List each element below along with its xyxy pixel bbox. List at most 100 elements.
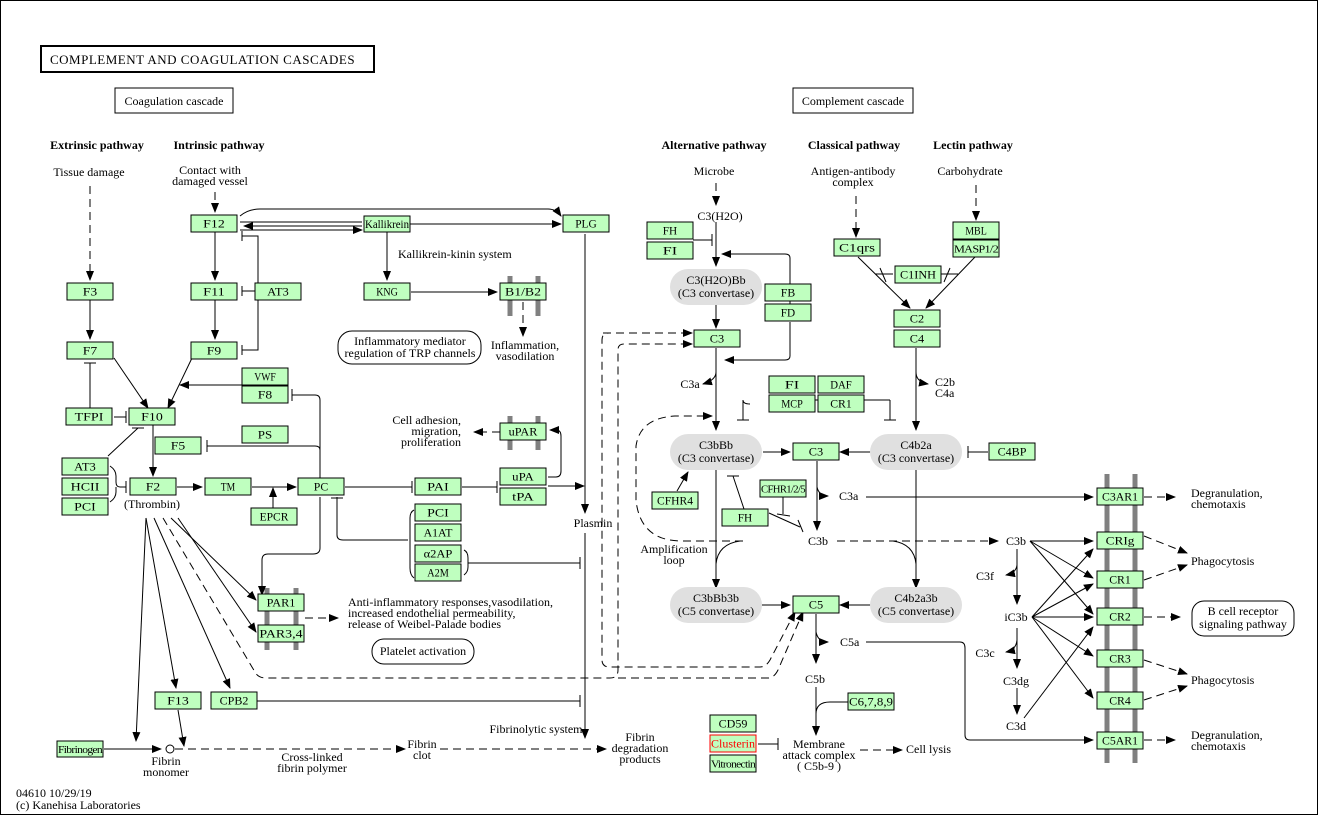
gene-node-fha[interactable]: FH xyxy=(646,221,694,240)
gene-box[interactable] xyxy=(204,477,252,496)
gene-box[interactable] xyxy=(414,503,462,522)
gene-box[interactable] xyxy=(154,691,202,710)
gene-box[interactable] xyxy=(190,282,238,301)
map-link-b-cell-receptor[interactable]: B cell receptor signaling pathway xyxy=(1191,600,1295,637)
gene-node-fib[interactable]: FI xyxy=(768,375,816,394)
fibrin-monomer-compound[interactable] xyxy=(165,744,175,754)
gene-box[interactable] xyxy=(709,734,757,753)
complex-c3h2obb[interactable]: C3(H2O)Bb(C3 convertase) xyxy=(670,269,762,305)
gene-box[interactable] xyxy=(254,282,302,301)
gene-box[interactable] xyxy=(61,477,109,496)
gene-box[interactable] xyxy=(61,497,109,516)
gene-box[interactable] xyxy=(129,477,177,496)
gene-node-upar[interactable]: uPAR xyxy=(499,422,547,441)
gene-box[interactable] xyxy=(847,692,895,711)
gene-box[interactable] xyxy=(66,341,114,360)
complex-shape[interactable] xyxy=(870,587,962,623)
gene-node-cfhr125[interactable]: CFHR1/2/5 xyxy=(759,479,807,498)
gene-node-fhb[interactable]: FH xyxy=(721,508,769,527)
gene-box[interactable] xyxy=(792,595,840,614)
gene-node-tpa[interactable]: tPA xyxy=(499,487,547,506)
gene-node-mcp[interactable]: MCP xyxy=(768,394,816,413)
gene-box[interactable] xyxy=(693,329,741,348)
gene-box[interactable] xyxy=(257,624,305,643)
gene-node-clusterin[interactable]: Clusterin xyxy=(709,734,757,753)
gene-box[interactable] xyxy=(817,375,865,394)
gene-node-vitronectin[interactable]: Vitronectin xyxy=(709,754,757,773)
gene-box[interactable] xyxy=(250,507,298,526)
gene-box[interactable] xyxy=(952,221,1000,240)
gene-node-cfhr4[interactable]: CFHR4 xyxy=(651,491,699,510)
gene-node-fia[interactable]: FI xyxy=(646,241,694,260)
gene-box[interactable] xyxy=(817,394,865,413)
gene-box[interactable] xyxy=(709,754,757,773)
gene-box[interactable] xyxy=(414,563,462,582)
gene-node-f11[interactable]: F11 xyxy=(190,282,238,301)
gene-node-epcr[interactable]: EPCR xyxy=(250,507,298,526)
gene-box[interactable] xyxy=(709,714,757,733)
gene-node-f8[interactable]: F8 xyxy=(241,385,289,404)
gene-box[interactable] xyxy=(1096,649,1144,668)
gene-node-c1qrs[interactable]: C1qrs xyxy=(833,238,881,257)
gene-box[interactable] xyxy=(499,487,547,506)
gene-node-at3a[interactable]: AT3 xyxy=(254,282,302,301)
complex-c3bbb[interactable]: C3bBb(C3 convertase) xyxy=(670,434,762,470)
gene-box[interactable] xyxy=(499,282,547,301)
gene-box[interactable] xyxy=(988,442,1036,461)
gene-node-pai[interactable]: PAI xyxy=(414,477,462,496)
complex-shape[interactable] xyxy=(870,434,962,470)
gene-node-f9[interactable]: F9 xyxy=(190,341,238,360)
gene-node-fb[interactable]: FB xyxy=(764,283,812,302)
gene-box[interactable] xyxy=(499,467,547,486)
gene-box[interactable] xyxy=(128,407,176,426)
gene-box[interactable] xyxy=(241,425,289,444)
gene-node-a2m[interactable]: A2M xyxy=(414,563,462,582)
complex-c4b2a3b[interactable]: C4b2a3b(C5 convertase) xyxy=(870,587,962,623)
gene-node-c6789[interactable]: C6,7,8,9 xyxy=(847,692,895,711)
gene-box[interactable] xyxy=(363,282,411,301)
gene-box[interactable] xyxy=(562,214,610,233)
gene-box[interactable] xyxy=(764,283,812,302)
gene-node-a2ap[interactable]: α2AP xyxy=(414,544,462,563)
gene-node-cr1a[interactable]: CR1 xyxy=(817,394,865,413)
complex-c4b2a[interactable]: C4b2a(C3 convertase) xyxy=(870,434,962,470)
gene-box[interactable] xyxy=(721,508,769,527)
gene-node-f13[interactable]: F13 xyxy=(154,691,202,710)
gene-node-upa[interactable]: uPA xyxy=(499,467,547,486)
gene-box[interactable] xyxy=(190,214,238,233)
gene-box[interactable] xyxy=(651,491,699,510)
gene-node-f10[interactable]: F10 xyxy=(128,407,176,426)
gene-node-c3ar1[interactable]: C3AR1 xyxy=(1096,487,1144,506)
gene-box[interactable] xyxy=(257,593,305,612)
gene-box[interactable] xyxy=(646,241,694,260)
gene-node-at3b[interactable]: AT3 xyxy=(61,457,109,476)
gene-node-c5ar1[interactable]: C5AR1 xyxy=(1096,731,1144,750)
gene-node-masp[interactable]: MASP1/2 xyxy=(952,239,1000,258)
gene-box[interactable] xyxy=(894,265,942,284)
gene-box[interactable] xyxy=(297,477,345,496)
complex-c3bbb3b[interactable]: C3bBb3b(C5 convertase) xyxy=(670,587,762,623)
gene-box[interactable] xyxy=(66,282,114,301)
gene-node-hcii[interactable]: HCII xyxy=(61,477,109,496)
gene-box[interactable] xyxy=(65,407,113,426)
gene-node-f3[interactable]: F3 xyxy=(66,282,114,301)
complex-shape[interactable] xyxy=(670,434,762,470)
gene-node-f5[interactable]: F5 xyxy=(154,436,202,455)
gene-node-plg[interactable]: PLG xyxy=(562,214,610,233)
gene-box[interactable] xyxy=(759,479,807,498)
gene-node-par1[interactable]: PAR1 xyxy=(257,593,305,612)
gene-box[interactable] xyxy=(414,477,462,496)
map-link-inflammatory-mediator[interactable]: Inflammatory mediator regulation of TRP … xyxy=(337,330,482,365)
gene-box[interactable] xyxy=(1096,607,1144,626)
gene-node-c1inh[interactable]: C1INH xyxy=(894,265,942,284)
gene-node-c4bp[interactable]: C4BP xyxy=(988,442,1036,461)
gene-node-cpb2[interactable]: CPB2 xyxy=(210,691,258,710)
gene-box[interactable] xyxy=(61,457,109,476)
gene-box[interactable] xyxy=(1096,531,1144,550)
gene-box[interactable] xyxy=(764,303,812,322)
gene-node-ps[interactable]: PS xyxy=(241,425,289,444)
gene-box[interactable] xyxy=(768,394,816,413)
gene-node-vwf[interactable]: VWF xyxy=(241,367,289,386)
gene-box[interactable] xyxy=(1096,570,1144,589)
complex-shape[interactable] xyxy=(670,269,762,305)
